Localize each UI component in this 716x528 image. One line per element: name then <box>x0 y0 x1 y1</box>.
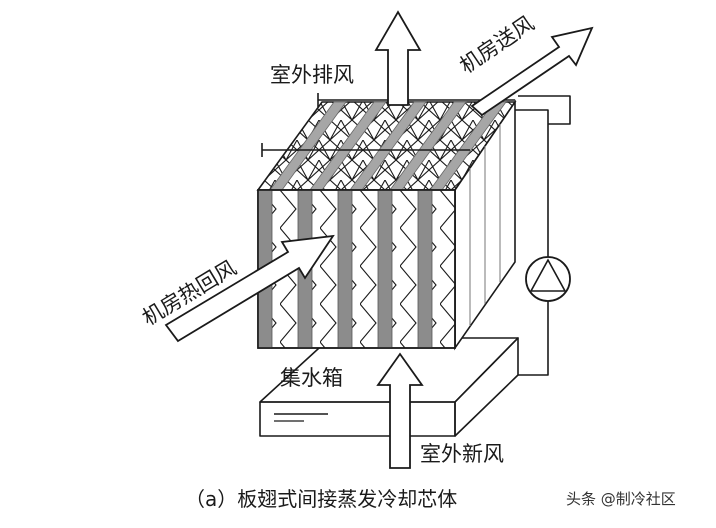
room-supply-arrow <box>470 26 594 117</box>
pump-icon <box>525 256 571 302</box>
room-supply-label: 机房送风 <box>455 11 538 78</box>
water-tank-label: 集水箱 <box>280 366 343 390</box>
outdoor-exhaust-label: 室外排风 <box>270 63 354 87</box>
watermark: 头条 @制冷社区 <box>566 490 676 508</box>
outdoor-fresh-arrow <box>376 352 424 469</box>
room-return-arrow <box>164 234 335 343</box>
figure-caption: （a）板翅式间接蒸发冷却芯体 <box>185 487 457 511</box>
outdoor-exhaust-arrow <box>374 10 422 106</box>
outdoor-fresh-label: 室外新风 <box>420 442 504 466</box>
core-top-face <box>256 101 517 191</box>
